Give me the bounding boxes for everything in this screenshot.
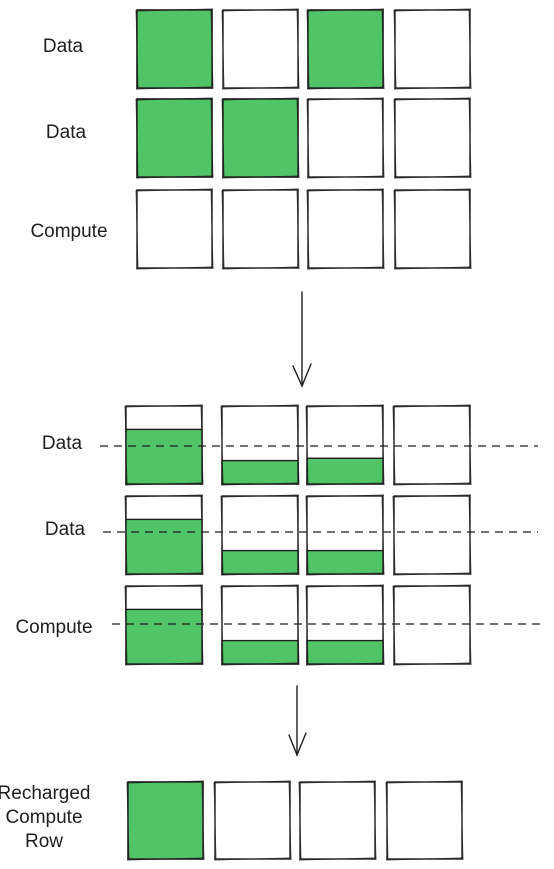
initial-grid: Data Data Compute bbox=[30, 8, 472, 270]
row-label-data-1: Data bbox=[43, 36, 84, 57]
result-cell-4 bbox=[385, 780, 464, 861]
fill-level bbox=[307, 9, 384, 89]
result-cell-1 bbox=[126, 780, 205, 861]
cell-r3-c1 bbox=[124, 584, 204, 666]
balanced-grid: Data Data Compute bbox=[15, 404, 546, 666]
cell-r2-c1 bbox=[124, 494, 204, 576]
cell-r1-c3 bbox=[306, 8, 385, 90]
result-cell-3 bbox=[298, 780, 377, 861]
cell-r1-c4 bbox=[392, 404, 472, 486]
cell-r3-c3 bbox=[306, 188, 385, 270]
cell-r1-c1 bbox=[124, 404, 204, 486]
cell-r3-c1 bbox=[135, 188, 214, 270]
cell-r1-c2 bbox=[221, 8, 300, 90]
cell-r3-c2 bbox=[221, 188, 300, 270]
fill-level bbox=[221, 639, 299, 665]
cell-r2-c3 bbox=[305, 494, 385, 576]
row-label-data-1: Data bbox=[42, 433, 83, 454]
cell-r1-c2 bbox=[220, 404, 300, 486]
result-label-line-3: Row bbox=[25, 831, 63, 852]
cell-r3-c2 bbox=[220, 584, 300, 666]
cell-r1-c3 bbox=[305, 404, 385, 486]
row-label-compute: Compute bbox=[30, 221, 107, 242]
cell-r3-c4 bbox=[392, 584, 472, 666]
cell-r2-c4 bbox=[393, 97, 472, 179]
cell-r2-c3 bbox=[306, 97, 385, 179]
result-cell-2 bbox=[213, 780, 292, 861]
cell-r2-c2 bbox=[220, 494, 300, 576]
cell-r2-c2 bbox=[221, 97, 300, 179]
row-label-data-2: Data bbox=[45, 519, 86, 540]
fill-level bbox=[306, 549, 384, 575]
fill-level bbox=[125, 608, 203, 665]
fill-level bbox=[306, 457, 384, 485]
fill-level bbox=[306, 639, 384, 665]
cell-r3-c4 bbox=[393, 188, 472, 270]
fill-level bbox=[125, 428, 203, 485]
fill-level bbox=[136, 98, 213, 178]
fill-level bbox=[127, 781, 204, 860]
recharged-row: Recharged Compute Row bbox=[0, 780, 464, 861]
result-cells bbox=[126, 780, 464, 861]
cell-r2-c4 bbox=[392, 494, 472, 576]
fill-level bbox=[136, 9, 213, 89]
cell-r1-c1 bbox=[135, 8, 214, 90]
cell-r3-c3 bbox=[305, 584, 385, 666]
fill-level bbox=[221, 549, 299, 575]
cell-r2-c1 bbox=[135, 97, 214, 179]
cell-r1-c4 bbox=[393, 8, 472, 90]
fill-level bbox=[125, 518, 203, 575]
down-arrow-1 bbox=[292, 291, 312, 388]
result-label-line-1: Recharged bbox=[0, 783, 90, 804]
down-arrow-2 bbox=[288, 685, 307, 757]
row-label-data-2: Data bbox=[46, 122, 87, 143]
fill-level bbox=[222, 98, 299, 178]
row-label-compute: Compute bbox=[15, 617, 92, 638]
balanced-cells bbox=[124, 404, 472, 666]
result-label-line-2: Compute bbox=[5, 807, 82, 828]
initial-cells bbox=[135, 8, 472, 270]
fill-level bbox=[221, 459, 299, 485]
